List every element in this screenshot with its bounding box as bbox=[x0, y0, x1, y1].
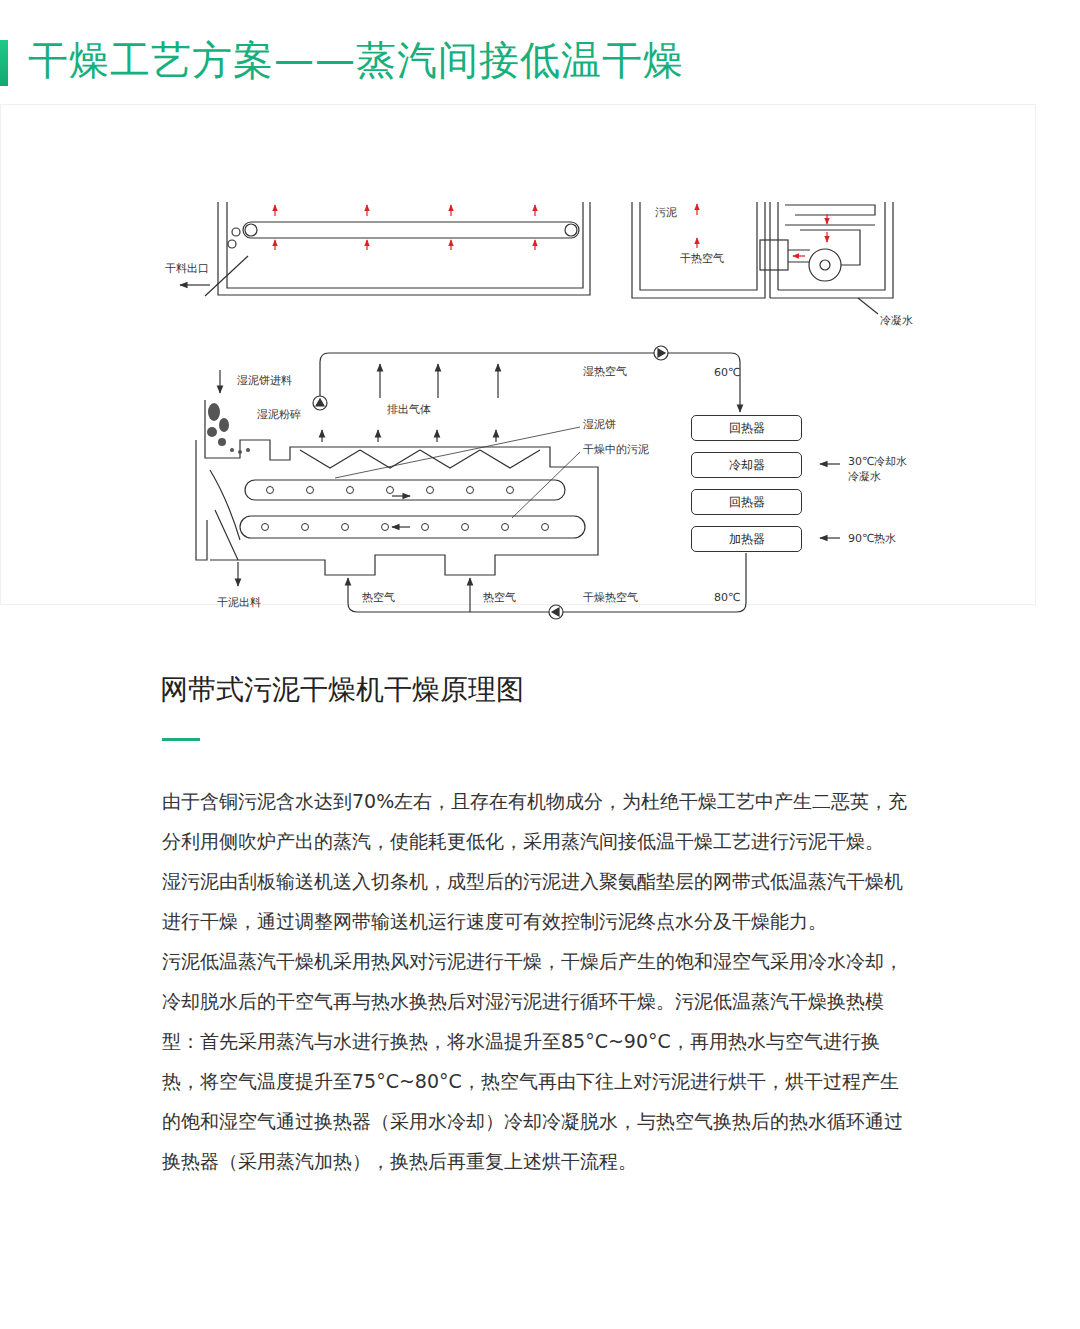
roller bbox=[542, 524, 549, 531]
heat-exchanger-box: 加热器 bbox=[691, 526, 802, 552]
roller bbox=[502, 524, 509, 531]
paragraph: 湿污泥由刮板输送机送入切条机，成型后的污泥进入聚氨酯垫层的网带式低温蒸汽干燥机进… bbox=[162, 861, 914, 941]
diagram-label: 干燥热空气 bbox=[583, 591, 638, 604]
figure-caption: 网带式污泥干燥机干燥原理图 bbox=[160, 670, 524, 710]
diagram-label: 污泥 bbox=[655, 206, 677, 219]
paragraph: 污泥低温蒸汽干燥机采用热风对污泥进行干燥，干燥后产生的饱和湿空气采用冷水冷却，冷… bbox=[162, 941, 914, 1181]
page-title: 干燥工艺方案——蒸汽间接低温干燥 bbox=[28, 34, 684, 86]
heat-exchanger-box: 回热器 bbox=[691, 489, 802, 515]
belt-rollers bbox=[262, 487, 549, 531]
box-label: 冷却器 bbox=[729, 457, 765, 474]
box-label: 加热器 bbox=[729, 531, 765, 548]
heat-exchanger-box: 冷却器 bbox=[691, 452, 802, 478]
box-label: 回热器 bbox=[729, 494, 765, 511]
roller bbox=[347, 487, 354, 494]
roller bbox=[387, 487, 394, 494]
roller bbox=[422, 524, 429, 531]
roller bbox=[507, 487, 514, 494]
main-dryer bbox=[196, 346, 840, 619]
roller bbox=[462, 524, 469, 531]
diagram-label: 湿泥粉碎 bbox=[257, 408, 301, 421]
roller bbox=[262, 524, 269, 531]
top-dryer bbox=[180, 202, 893, 314]
diagram-label: 90℃热水 bbox=[848, 532, 896, 545]
diagram-label: 30℃冷却水 bbox=[848, 455, 907, 468]
diagram-label: 湿泥饼进料 bbox=[237, 374, 292, 387]
diagram-panel bbox=[1, 105, 1036, 605]
roller bbox=[382, 524, 389, 531]
diagram-label: 热空气 bbox=[362, 591, 395, 604]
caption-rule bbox=[162, 738, 200, 741]
diagram-label: 80℃ bbox=[714, 591, 740, 604]
heat-exchanger-box: 回热器 bbox=[691, 415, 802, 441]
roller bbox=[302, 524, 309, 531]
roller bbox=[307, 487, 314, 494]
paragraph: 由于含铜污泥含水达到70%左右，且存在有机物成分，为杜绝干燥工艺中产生二恶英，充… bbox=[162, 781, 914, 861]
body-text: 由于含铜污泥含水达到70%左右，且存在有机物成分，为杜绝干燥工艺中产生二恶英，充… bbox=[162, 781, 914, 1181]
roller bbox=[467, 487, 474, 494]
box-label: 回热器 bbox=[729, 420, 765, 437]
diagram-label: 干泥出料 bbox=[217, 596, 261, 609]
diagram-label: 湿泥饼 bbox=[583, 418, 616, 431]
diagram-label: 排出气体 bbox=[387, 403, 431, 416]
diagram-label: 60℃ bbox=[714, 366, 740, 379]
diagram-label: 冷凝水 bbox=[880, 314, 913, 327]
diagram-label: 干燥中的污泥 bbox=[583, 443, 649, 456]
diagram-label: 湿热空气 bbox=[583, 365, 627, 378]
airflow-arrows bbox=[275, 204, 827, 256]
diagram-label: 热空气 bbox=[483, 591, 516, 604]
diagram-label: 冷凝水 bbox=[848, 470, 881, 483]
roller bbox=[427, 487, 434, 494]
diagram-label: 干料出口 bbox=[165, 262, 209, 275]
roller bbox=[342, 524, 349, 531]
roller bbox=[267, 487, 274, 494]
title-bar bbox=[0, 40, 8, 86]
sludge-lumps bbox=[207, 403, 250, 454]
diagram-label: 干热空气 bbox=[680, 252, 724, 265]
